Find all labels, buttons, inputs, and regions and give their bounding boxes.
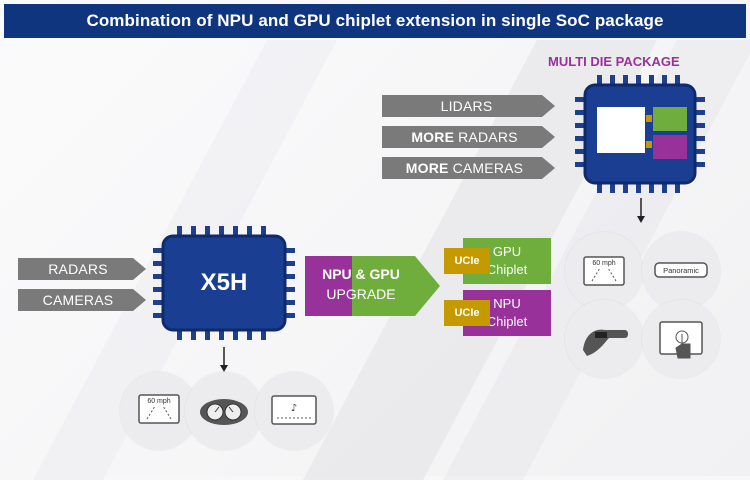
panoramic-text: Panoramic (663, 266, 699, 275)
touch-screen-circle (642, 300, 720, 378)
multi-die-title: MULTI DIE PACKAGE (548, 54, 680, 69)
input-bold: MORE (405, 160, 449, 176)
input-arrow-lidars: LIDARS (382, 95, 555, 117)
ucie-badge: UCIe (444, 300, 490, 326)
gauge-circle (185, 372, 263, 450)
npu-gpu-upgrade-arrow: NPU & GPU UPGRADE (305, 256, 440, 316)
ucie-badge: UCIe (444, 248, 490, 274)
multi-die-chip (575, 75, 705, 193)
media-display-circle: ♪ (255, 372, 333, 450)
panoramic-icon: Panoramic (654, 262, 708, 278)
arrow-down-icon (220, 347, 228, 372)
chip-pins (575, 75, 705, 193)
chiplet-type: GPU (492, 244, 522, 259)
input-arrow-cameras: CAMERAS (18, 289, 146, 311)
input-label: CAMERAS (452, 160, 524, 176)
speed-display-circle: 60 mph (565, 232, 643, 310)
upgrade-line2: UPGRADE (326, 286, 396, 302)
svg-text:♪: ♪ (291, 403, 297, 414)
slide-title: Combination of NPU and GPU chiplet exten… (4, 4, 746, 38)
touch-screen-icon (659, 321, 703, 359)
upgrade-line1: NPU & GPU (322, 266, 400, 282)
input-label: LIDARS (440, 98, 493, 114)
x5h-label: X5H (200, 269, 248, 296)
chiplet-label: Chiplet (486, 262, 528, 277)
media-player-icon: ♪ (271, 395, 317, 425)
speed-display-icon: 60 mph (583, 256, 625, 286)
input-label: CAMERAS (42, 292, 114, 308)
input-label: RADARS (48, 261, 108, 277)
input-bold: MORE (411, 129, 455, 145)
speed-text: 60 mph (147, 398, 170, 405)
input-label: RADARS (458, 129, 518, 145)
speed-text: 60 mph (592, 260, 615, 267)
chip-pins (153, 226, 295, 340)
arrow-down-icon (637, 198, 645, 223)
npu-chiplet: NPU Chiplet (463, 290, 551, 336)
driver-monitor-icon (583, 329, 628, 356)
chiplet-label: Chiplet (486, 314, 528, 329)
driver-monitor-circle (565, 300, 643, 378)
input-arrow-radars: RADARS (18, 258, 146, 280)
chiplet-type: NPU (493, 296, 521, 311)
speed-display-icon: 60 mph (138, 394, 180, 424)
x5h-chip: X5H (153, 226, 295, 340)
panoramic-circle: Panoramic (642, 232, 720, 310)
speedometer-icon (200, 399, 248, 425)
